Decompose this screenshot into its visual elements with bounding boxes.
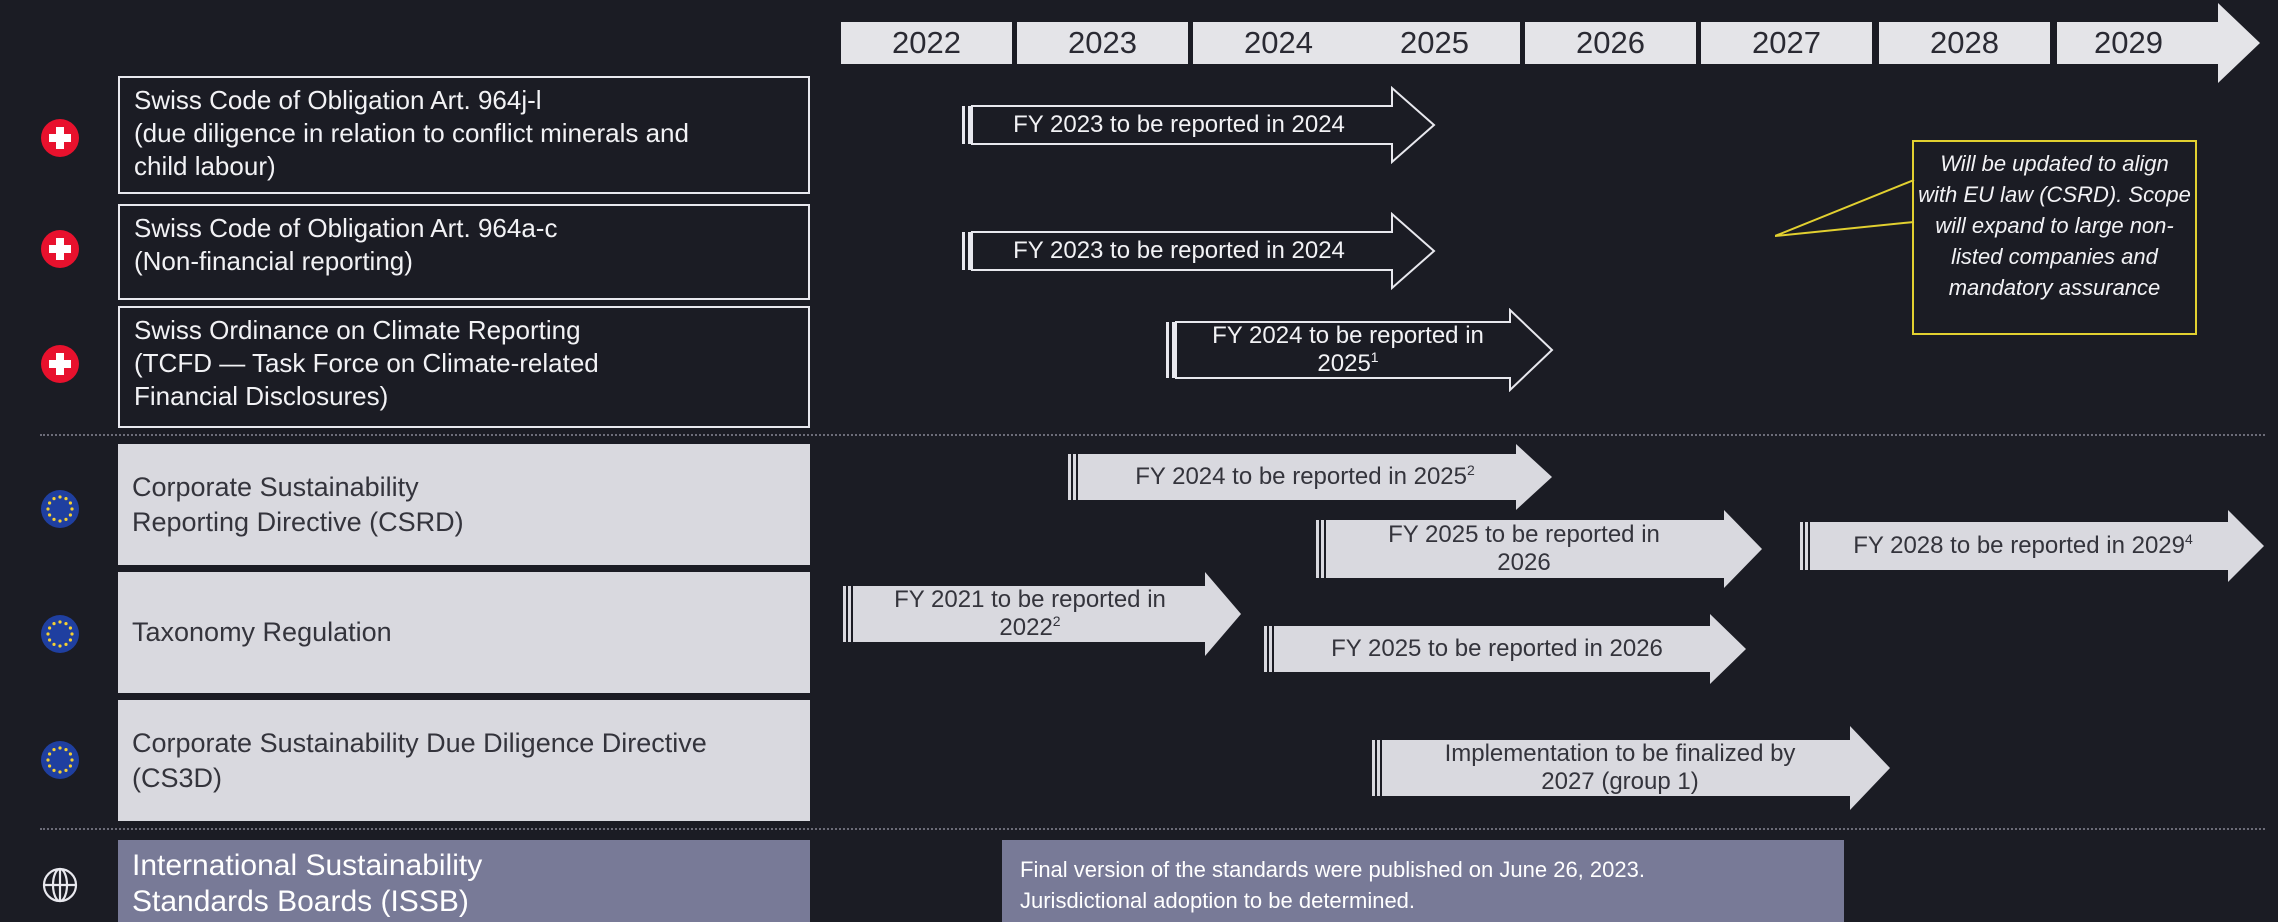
arrow-label: FY 2023 to be reported in 2024 bbox=[1013, 237, 1345, 264]
swiss-flag-icon bbox=[41, 345, 79, 383]
callout-line: Will be updated to align bbox=[1940, 151, 2169, 176]
callout-line: will expand to large non- bbox=[1935, 213, 2174, 238]
year-2022: 2022 bbox=[841, 22, 1012, 64]
regulation-title-line: Standards Boards (ISSB) bbox=[132, 885, 469, 918]
arrow-label: 2022 bbox=[999, 614, 1053, 641]
regulation-box-taxonomy: Taxonomy Regulation bbox=[118, 572, 810, 693]
regulation-title-line: International Sustainability bbox=[132, 849, 483, 882]
timeline-arrow-cs3d: Implementation to be finalized by 2027 (… bbox=[1372, 726, 1892, 810]
callout-line: mandatory assurance bbox=[1948, 275, 2161, 300]
year-2028: 2028 bbox=[1879, 22, 2050, 64]
arrow-label: 2026 bbox=[1497, 549, 1551, 576]
swiss-flag-icon bbox=[41, 230, 79, 268]
year-2026: 2026 bbox=[1525, 22, 1696, 64]
timeline-arrow-swiss-964ac: FY 2023 to be reported in 2024 bbox=[962, 212, 1436, 290]
regulation-title-line: child labour) bbox=[134, 151, 276, 181]
regulation-box-swiss-climate-ordinance: Swiss Ordinance on Climate Reporting (TC… bbox=[118, 306, 810, 428]
arrow-label: FY 2023 to be reported in 2024 bbox=[1013, 111, 1345, 138]
regulation-title-line: Financial Disclosures) bbox=[134, 381, 389, 411]
timeline-arrow-taxonomy-2025: FY 2025 to be reported in 2026 bbox=[1264, 614, 1748, 684]
regulation-box-issb: International Sustainability Standards B… bbox=[118, 840, 810, 922]
regulation-title-line: Swiss Code of Obligation Art. 964a-c bbox=[134, 213, 558, 243]
regulation-title-line: Swiss Code of Obligation Art. 964j-l bbox=[134, 85, 542, 115]
year-2025: 2025 bbox=[1349, 22, 1520, 64]
footnote-marker: 1 bbox=[1370, 349, 1379, 365]
callout-pointer bbox=[1775, 179, 1915, 237]
timeline-arrow-swiss-climate: FY 2024 to be reported in 20251 bbox=[1166, 308, 1554, 392]
year-2023: 2023 bbox=[1017, 22, 1188, 64]
timeline-arrow-csrd-2025: FY 2025 to be reported in 2026 bbox=[1316, 510, 1764, 588]
timeline-arrow-head bbox=[2200, 3, 2260, 83]
arrow-label: FY 2028 to be reported in 2029 bbox=[1853, 532, 2185, 559]
regulation-title-line: (due diligence in relation to conflict m… bbox=[134, 118, 689, 148]
issb-note-line: Final version of the standards were publ… bbox=[1020, 857, 1645, 882]
eu-flag-icon bbox=[41, 615, 79, 653]
footnote-marker: 4 bbox=[2185, 531, 2193, 547]
regulation-title-line: Reporting Directive (CSRD) bbox=[132, 506, 464, 537]
regulation-title-line: Corporate Sustainability bbox=[132, 471, 419, 502]
section-divider bbox=[40, 828, 2265, 830]
callout-note: Will be updated to align with EU law (CS… bbox=[1912, 140, 2197, 335]
arrow-label: 2025 bbox=[1317, 350, 1371, 377]
section-divider bbox=[40, 434, 2265, 436]
regulation-title-line: (CS3D) bbox=[132, 762, 223, 793]
arrow-label: FY 2025 to be reported in bbox=[1388, 521, 1660, 548]
footnote-marker: 2 bbox=[1467, 462, 1475, 478]
eu-flag-icon bbox=[41, 490, 79, 528]
year-2027: 2027 bbox=[1701, 22, 1872, 64]
timeline-arrow-taxonomy-2021: FY 2021 to be reported in 20222 bbox=[843, 572, 1243, 656]
timeline-arrow-swiss-964jl: FY 2023 to be reported in 2024 bbox=[962, 86, 1436, 164]
callout-line: listed companies and bbox=[1951, 244, 2158, 269]
regulation-box-swiss-964jl: Swiss Code of Obligation Art. 964j-l (du… bbox=[118, 76, 810, 194]
timeline-arrow-csrd-2028: FY 2028 to be reported in 20294 bbox=[1800, 510, 2266, 582]
globe-icon bbox=[42, 867, 78, 903]
issb-note-line: Jurisdictional adoption to be determined… bbox=[1020, 888, 1416, 913]
regulation-title-line: (TCFD — Task Force on Climate-related bbox=[134, 348, 599, 378]
arrow-label: FY 2024 to be reported in 2025 bbox=[1135, 463, 1467, 490]
arrow-label: FY 2025 to be reported in 2026 bbox=[1331, 635, 1663, 662]
callout-line: with EU law (CSRD). Scope bbox=[1918, 182, 2191, 207]
regulation-title-line: Swiss Ordinance on Climate Reporting bbox=[134, 315, 581, 345]
regulation-title-line: Corporate Sustainability Due Diligence D… bbox=[132, 727, 707, 758]
arrow-label: 2027 (group 1) bbox=[1541, 768, 1699, 795]
regulation-box-cs3d: Corporate Sustainability Due Diligence D… bbox=[118, 700, 810, 821]
arrow-label: FY 2024 to be reported in bbox=[1212, 322, 1484, 349]
year-2029: 2029 bbox=[2057, 22, 2200, 64]
eu-flag-icon bbox=[41, 741, 79, 779]
regulation-title-line: Taxonomy Regulation bbox=[132, 617, 392, 647]
issb-note: Final version of the standards were publ… bbox=[1002, 840, 1844, 922]
footnote-marker: 2 bbox=[1052, 613, 1061, 629]
swiss-flag-icon bbox=[41, 119, 79, 157]
arrow-label: Implementation to be finalized by bbox=[1444, 740, 1796, 767]
arrow-label: FY 2021 to be reported in bbox=[894, 586, 1166, 613]
regulation-box-csrd: Corporate Sustainability Reporting Direc… bbox=[118, 444, 810, 565]
timeline-arrow-csrd-2024: FY 2024 to be reported in 20252 bbox=[1068, 444, 1554, 510]
year-2024: 2024 bbox=[1193, 22, 1364, 64]
regulation-box-swiss-964ac: Swiss Code of Obligation Art. 964a-c (No… bbox=[118, 204, 810, 300]
regulation-title-line: (Non-financial reporting) bbox=[134, 246, 413, 276]
